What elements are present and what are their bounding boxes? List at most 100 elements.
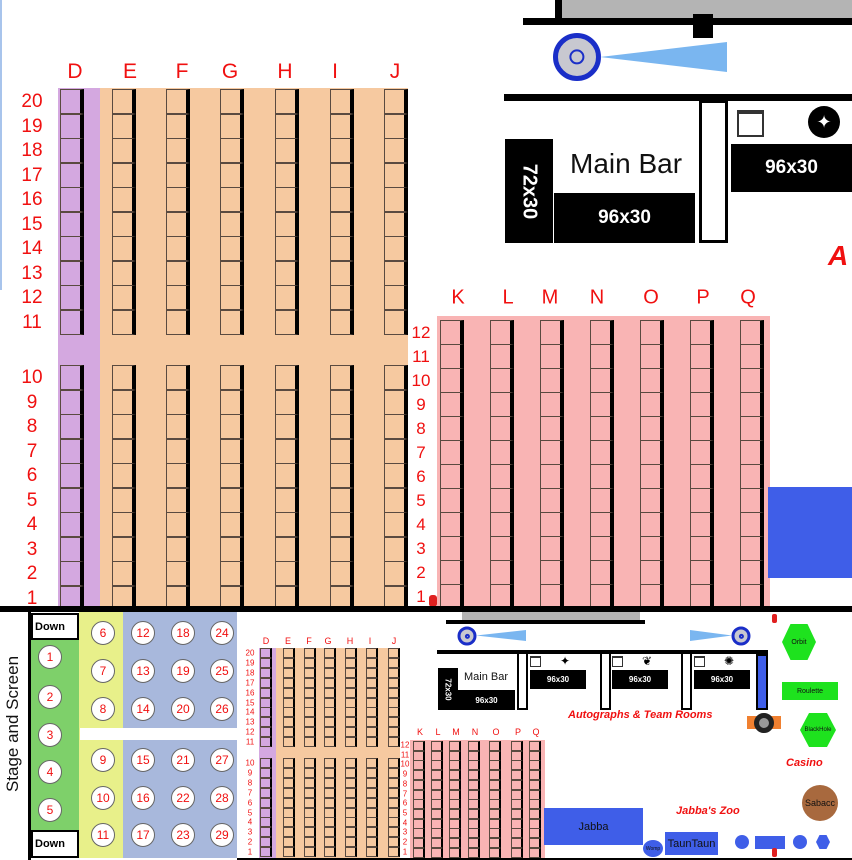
booth[interactable] — [366, 787, 378, 798]
booth[interactable] — [112, 260, 136, 286]
booth[interactable] — [220, 536, 244, 562]
booth[interactable] — [260, 837, 272, 848]
booth[interactable] — [590, 488, 614, 513]
booth[interactable] — [324, 648, 336, 658]
booth[interactable] — [60, 89, 84, 114]
booth[interactable] — [324, 787, 336, 798]
booth[interactable] — [304, 847, 316, 858]
booth[interactable] — [330, 187, 354, 212]
booth[interactable] — [220, 113, 244, 139]
booth[interactable] — [440, 368, 464, 393]
booth[interactable] — [440, 560, 464, 585]
booth[interactable] — [468, 779, 480, 790]
booth[interactable] — [384, 463, 408, 488]
booth[interactable] — [384, 285, 408, 310]
booth[interactable] — [330, 309, 354, 335]
booth[interactable] — [640, 320, 664, 345]
booth[interactable] — [324, 758, 336, 768]
booth[interactable] — [384, 138, 408, 163]
table-number[interactable]: 22 — [171, 786, 195, 810]
booth[interactable] — [283, 667, 295, 678]
table-number[interactable]: 21 — [171, 748, 195, 772]
booth[interactable] — [304, 817, 316, 828]
booth[interactable] — [283, 827, 295, 838]
booth[interactable] — [324, 737, 336, 748]
booth[interactable] — [384, 162, 408, 188]
booth[interactable] — [275, 438, 299, 464]
booth[interactable] — [384, 309, 408, 335]
booth[interactable] — [511, 838, 523, 848]
booth[interactable] — [529, 847, 541, 858]
booth[interactable] — [431, 847, 443, 858]
booth[interactable] — [489, 808, 501, 819]
booth[interactable] — [112, 438, 136, 464]
booth[interactable] — [384, 414, 408, 439]
booth[interactable] — [260, 657, 272, 668]
booth[interactable] — [275, 138, 299, 163]
booth[interactable] — [345, 727, 357, 738]
booth[interactable] — [440, 392, 464, 417]
orbit-ride[interactable]: Orbit — [782, 624, 816, 660]
booth[interactable] — [330, 512, 354, 537]
booth[interactable] — [166, 187, 190, 212]
booth[interactable] — [640, 464, 664, 489]
booth[interactable] — [511, 750, 523, 761]
booth[interactable] — [330, 260, 354, 286]
booth[interactable] — [489, 838, 501, 848]
booth[interactable] — [384, 113, 408, 139]
booth[interactable] — [166, 414, 190, 439]
booth[interactable] — [260, 807, 272, 818]
booth[interactable] — [690, 536, 714, 561]
booth[interactable] — [330, 285, 354, 310]
booth[interactable] — [345, 648, 357, 658]
booth[interactable] — [345, 847, 357, 858]
booth[interactable] — [511, 847, 523, 858]
table-number[interactable]: 13 — [131, 659, 155, 683]
booth[interactable] — [283, 657, 295, 668]
booth[interactable] — [540, 320, 564, 345]
booth[interactable] — [449, 750, 461, 761]
booth[interactable] — [440, 320, 464, 345]
booth[interactable] — [275, 113, 299, 139]
booth[interactable] — [166, 438, 190, 464]
booth[interactable] — [540, 464, 564, 489]
booth[interactable] — [220, 463, 244, 488]
booth[interactable] — [489, 779, 501, 790]
table-number[interactable]: 28 — [210, 786, 234, 810]
table-number[interactable]: 15 — [131, 748, 155, 772]
booth[interactable] — [690, 344, 714, 369]
booth[interactable] — [220, 309, 244, 335]
booth[interactable] — [529, 741, 541, 751]
booth[interactable] — [388, 697, 400, 708]
booth[interactable] — [112, 187, 136, 212]
booth[interactable] — [440, 464, 464, 489]
booth[interactable] — [449, 799, 461, 810]
booth[interactable] — [260, 847, 272, 858]
booth[interactable] — [468, 847, 480, 858]
booth[interactable] — [431, 838, 443, 848]
sabacc-table[interactable]: Sabacc — [802, 785, 838, 821]
booth[interactable] — [366, 648, 378, 658]
booth[interactable] — [345, 697, 357, 708]
booth[interactable] — [449, 818, 461, 829]
booth[interactable] — [260, 717, 272, 728]
booth[interactable] — [590, 416, 614, 441]
booth[interactable] — [283, 727, 295, 738]
booth[interactable] — [330, 561, 354, 586]
booth[interactable] — [324, 837, 336, 848]
booth[interactable] — [449, 847, 461, 858]
booth[interactable] — [304, 707, 316, 718]
booth[interactable] — [324, 667, 336, 678]
booth[interactable] — [345, 777, 357, 788]
booth[interactable] — [413, 799, 425, 810]
booth[interactable] — [60, 561, 84, 586]
booth[interactable] — [740, 512, 764, 537]
booth[interactable] — [304, 797, 316, 808]
booth[interactable] — [590, 560, 614, 585]
booth[interactable] — [60, 536, 84, 562]
booth[interactable] — [640, 488, 664, 513]
booth[interactable] — [112, 463, 136, 488]
booth[interactable] — [345, 767, 357, 778]
booth[interactable] — [345, 687, 357, 698]
jabba-exhibit[interactable]: Jabba — [544, 808, 643, 845]
